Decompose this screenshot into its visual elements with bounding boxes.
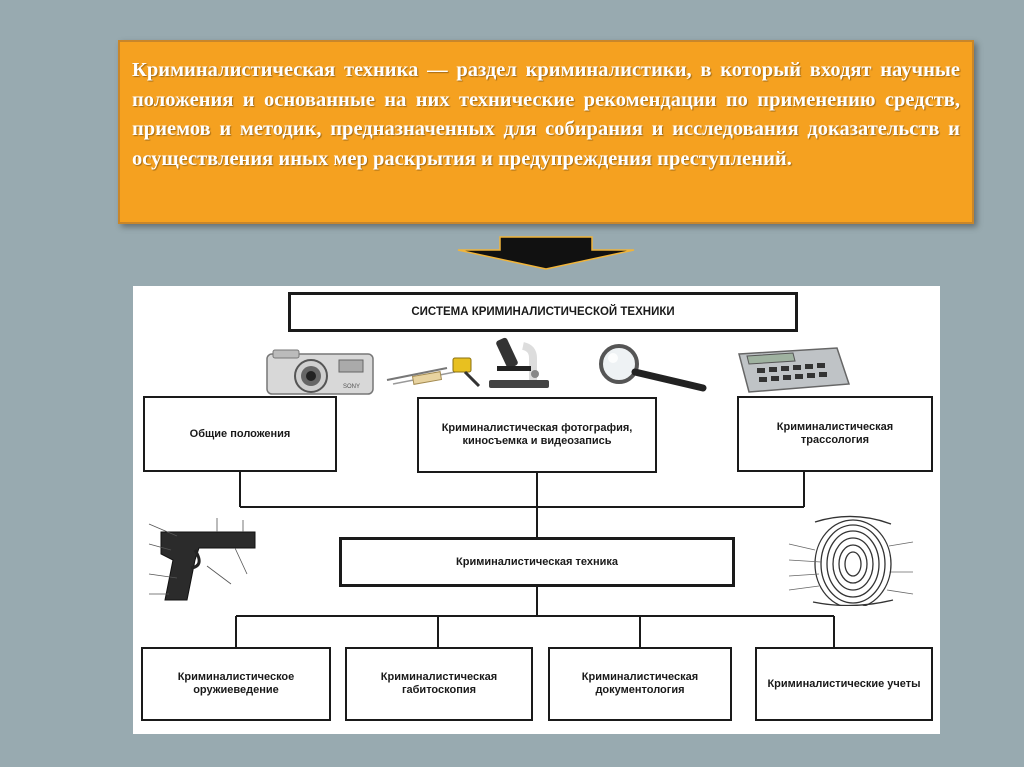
microscope-icon xyxy=(483,334,553,390)
tools-icon xyxy=(383,354,483,390)
magnifier-icon xyxy=(591,344,711,394)
node-general-provisions: Общие положения xyxy=(143,396,337,472)
node-forensic-technique: Криминалистическая техника xyxy=(339,537,735,587)
definition-box: Криминалистическая техника — раздел крим… xyxy=(118,40,974,224)
svg-text:SONY: SONY xyxy=(343,384,360,390)
definition-text: Криминалистическая техника — раздел крим… xyxy=(132,56,960,174)
diagram-title: СИСТЕМА КРИМИНАЛИСТИЧЕСКОЙ ТЕХНИКИ xyxy=(288,292,798,332)
node-weaponry: Криминалистическое оружиеведение xyxy=(141,647,331,721)
diagram-panel: СИСТЕМА КРИМИНАЛИСТИЧЕСКОЙ ТЕХНИКИ Общие… xyxy=(133,286,940,734)
node-documentology: Криминалистическая документология xyxy=(548,647,732,721)
fingerprint-icon xyxy=(785,514,915,606)
calculator-icon xyxy=(733,346,853,394)
node-habitoscopy: Криминалистическая габитоскопия xyxy=(345,647,533,721)
node-traceology: Криминалистическая трассология xyxy=(737,396,933,472)
down-arrow-icon xyxy=(456,236,636,270)
pistol-icon xyxy=(147,514,265,608)
node-photography: Криминалистическая фотография, киносъемк… xyxy=(417,397,657,473)
camera-icon: SONY xyxy=(265,348,377,396)
node-records: Криминалистические учеты xyxy=(755,647,933,721)
